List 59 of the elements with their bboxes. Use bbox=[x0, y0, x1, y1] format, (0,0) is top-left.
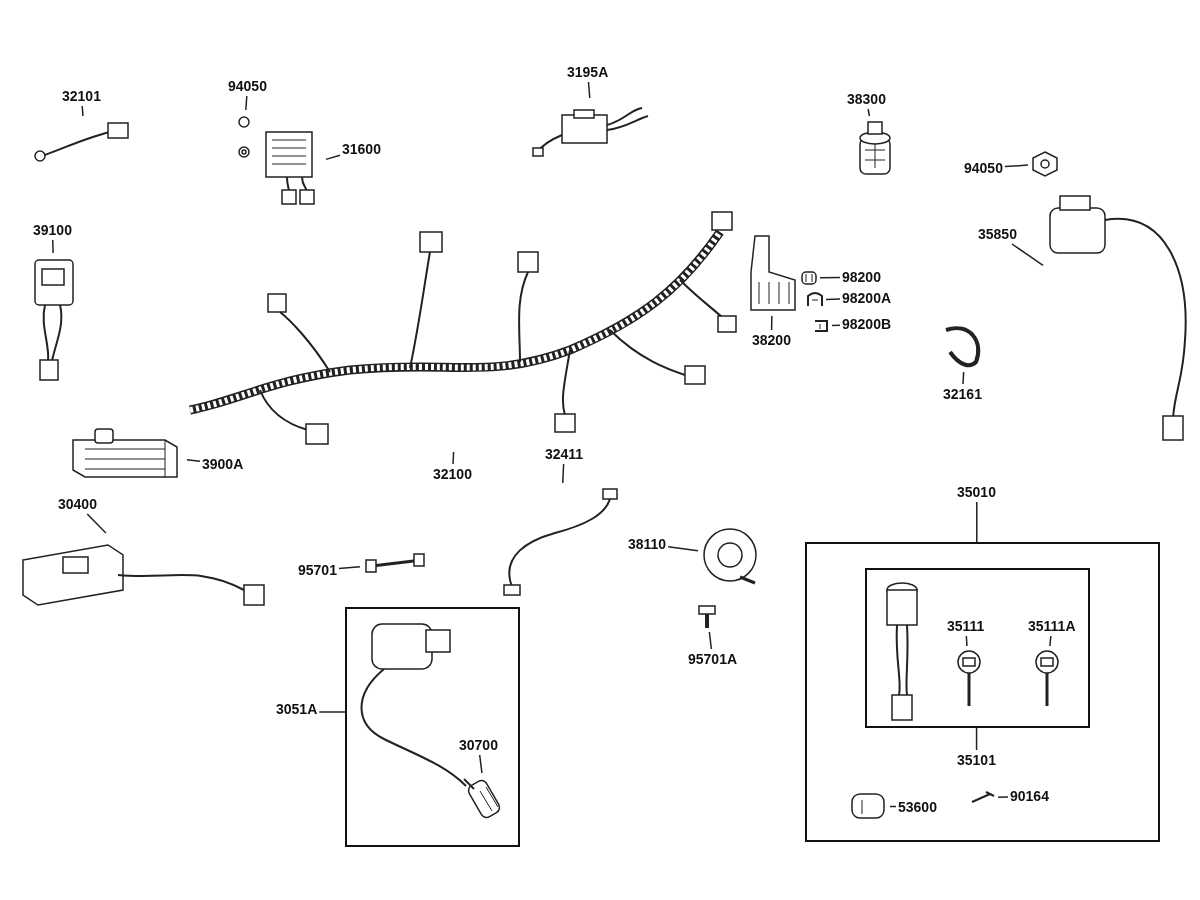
group-frame bbox=[345, 607, 520, 847]
callout-number: 35111A bbox=[1028, 618, 1076, 634]
leader-line bbox=[831, 324, 841, 327]
callout-number: 3195A bbox=[567, 64, 609, 80]
callout-number: 38200 bbox=[752, 332, 791, 348]
callout-number: 35010 bbox=[957, 484, 996, 500]
leader-line bbox=[1004, 164, 1029, 168]
callout-number: 53600 bbox=[898, 799, 937, 815]
leader-line bbox=[819, 276, 841, 279]
leader-line bbox=[86, 513, 107, 534]
leader-line bbox=[338, 566, 361, 570]
callout-number: 94050 bbox=[964, 160, 1003, 176]
callout-number: 35850 bbox=[978, 226, 1017, 242]
group-frame bbox=[805, 542, 1160, 842]
callout-number: 3900A bbox=[202, 456, 244, 472]
leader-line bbox=[245, 95, 248, 111]
callout-number: 32161 bbox=[943, 386, 982, 402]
leader-line bbox=[81, 105, 84, 117]
leader-line bbox=[962, 371, 965, 385]
callout-number: 90164 bbox=[1010, 788, 1049, 804]
callout-number: 38300 bbox=[847, 91, 886, 107]
leader-line bbox=[1049, 635, 1052, 647]
callout-number: 31600 bbox=[342, 141, 381, 157]
leader-line bbox=[997, 796, 1009, 799]
group-frame bbox=[865, 568, 1090, 728]
callout-number: 30400 bbox=[58, 496, 97, 512]
leader-line bbox=[562, 463, 565, 484]
leader-line bbox=[708, 631, 713, 650]
leader-line bbox=[452, 451, 455, 465]
callout-number: 35111 bbox=[947, 618, 985, 634]
leader-line bbox=[52, 239, 54, 254]
leader-line bbox=[587, 81, 591, 99]
leader-line bbox=[478, 754, 483, 774]
callout-number: 32101 bbox=[62, 88, 101, 104]
leader-line bbox=[325, 154, 341, 161]
callout-number: 39100 bbox=[33, 222, 72, 238]
leader-line bbox=[770, 315, 773, 331]
callout-number: 98200B bbox=[842, 316, 892, 332]
callout-number: 3051A bbox=[276, 701, 318, 717]
leader-line bbox=[186, 459, 201, 463]
callout-number: 95701 bbox=[298, 562, 337, 578]
leader-line bbox=[889, 805, 897, 808]
callout-number: 94050 bbox=[228, 78, 267, 94]
callout-number: 32100 bbox=[433, 466, 472, 482]
callout-number: 35101 bbox=[957, 752, 996, 768]
leader-line bbox=[667, 546, 699, 552]
leader-line bbox=[318, 711, 346, 713]
callout-number: 32411 bbox=[545, 446, 584, 462]
leader-line bbox=[825, 298, 841, 301]
leader-line bbox=[976, 501, 978, 543]
callout-number: 98200A bbox=[842, 290, 892, 306]
callout-number: 38110 bbox=[628, 536, 667, 552]
leader-line bbox=[867, 108, 871, 117]
callout-number: 30700 bbox=[459, 737, 498, 753]
callout-number: 95701A bbox=[688, 651, 738, 667]
leader-line bbox=[975, 727, 978, 751]
leader-line bbox=[1011, 243, 1044, 267]
callout-number: 98200 bbox=[842, 269, 881, 285]
leader-line bbox=[965, 635, 968, 647]
